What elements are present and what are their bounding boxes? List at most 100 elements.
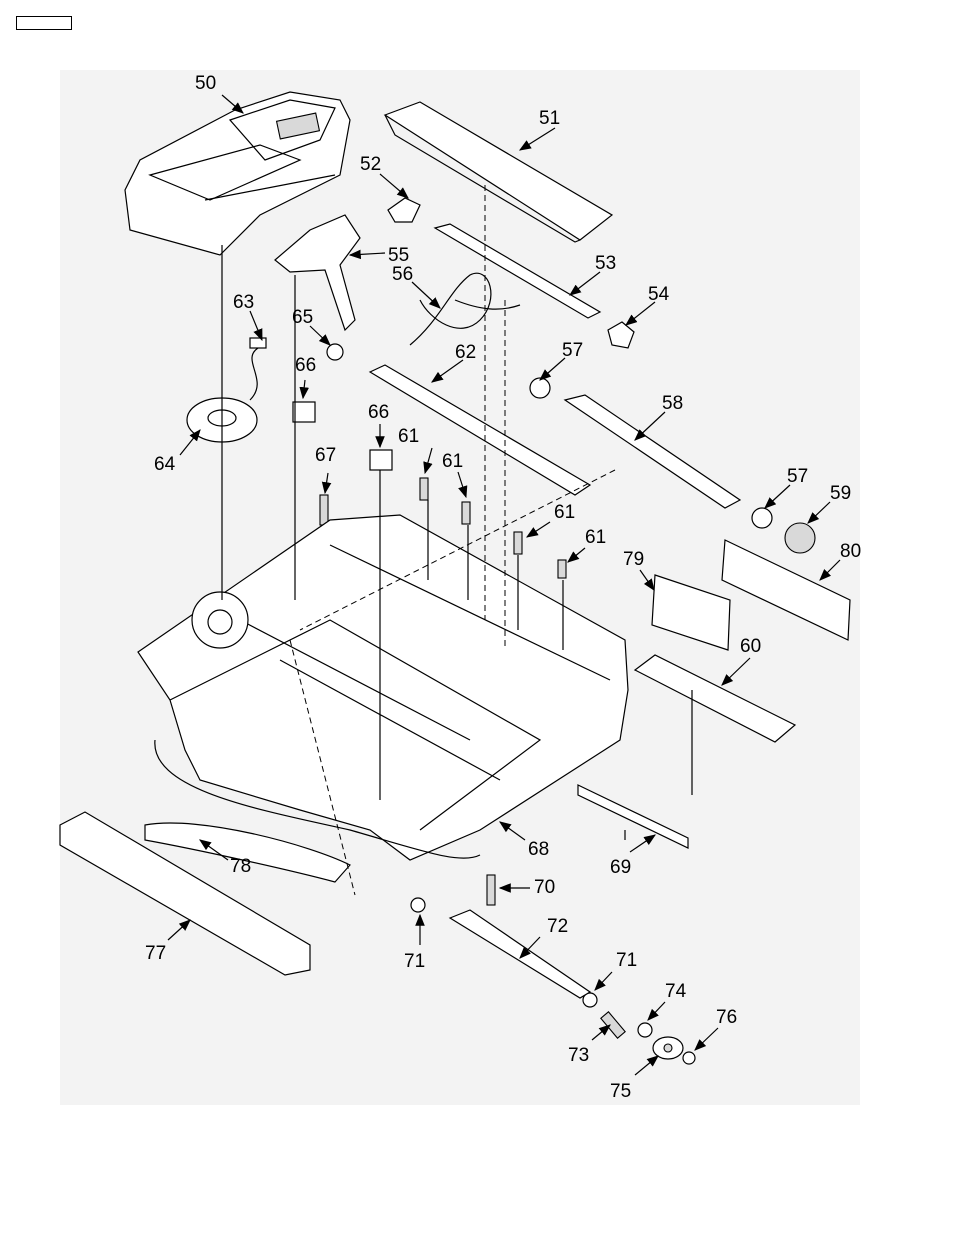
- leader-arrow-icon: [519, 936, 541, 959]
- leader-arrow-icon: [499, 821, 526, 841]
- page-ref-box: [16, 16, 72, 30]
- leader-arrow-icon: [647, 1001, 666, 1021]
- part-spring-70: [486, 874, 496, 906]
- callout-61c: 61: [554, 502, 575, 523]
- leader-arrow-icon: [567, 547, 586, 563]
- leader-arrow-icon: [629, 834, 656, 853]
- callout-61b: 61: [442, 451, 463, 472]
- callout-labels: 50 51 52 53 54 55 56 57 58 57 59 60 61 6…: [145, 73, 861, 1102]
- leader-arrow-icon: [379, 173, 409, 199]
- leader-arrow-icon: [539, 357, 566, 381]
- part-hub: [637, 1022, 653, 1038]
- part-bearing-a: [529, 377, 551, 399]
- part-spring-61d: [557, 559, 567, 579]
- callout-54: 54: [648, 284, 670, 305]
- part-connector: [249, 337, 267, 349]
- part-spring-small: [326, 343, 344, 361]
- leader-arrow-icon: [423, 447, 433, 475]
- callout-61a: 61: [398, 426, 419, 447]
- callout-78: 78: [230, 856, 251, 877]
- leader-arrow-icon: [807, 501, 831, 524]
- part-connector-wire: [249, 347, 259, 401]
- part-bar: [433, 223, 602, 319]
- callout-80: 80: [840, 541, 861, 562]
- part-bearing-b: [751, 507, 773, 529]
- callout-65: 65: [292, 307, 313, 328]
- callout-52: 52: [360, 154, 381, 175]
- leader-arrow-icon: [309, 325, 331, 346]
- part-sheet-79: [651, 574, 731, 651]
- callout-63: 63: [233, 292, 254, 313]
- leader-arrow-icon: [348, 249, 386, 260]
- callout-57a: 57: [562, 340, 583, 361]
- callout-66a: 66: [295, 355, 316, 376]
- leader-arrow-icon: [431, 359, 464, 383]
- part-film: [144, 822, 351, 883]
- leader-arrow-icon: [721, 657, 751, 686]
- callout-62: 62: [455, 342, 476, 363]
- part-gear: [784, 522, 816, 554]
- callout-71a: 71: [404, 951, 425, 972]
- part-roller-upper: [368, 364, 592, 496]
- part-spring-61c: [513, 531, 523, 555]
- callout-70: 70: [534, 877, 555, 898]
- leader-arrow-icon: [694, 1027, 719, 1051]
- part-top-cover: [124, 91, 351, 256]
- callout-68: 68: [528, 839, 549, 860]
- callout-53: 53: [595, 253, 616, 274]
- part-spring-61b: [461, 501, 471, 525]
- callout-73: 73: [568, 1045, 589, 1066]
- callout-69: 69: [610, 857, 631, 878]
- part-spring-61a: [419, 477, 429, 501]
- callout-75: 75: [610, 1081, 631, 1102]
- part-strip: [577, 784, 689, 849]
- callout-79: 79: [623, 549, 644, 570]
- part-spring-67: [319, 494, 329, 526]
- part-harness-branch: [454, 299, 521, 310]
- leader-arrow-icon: [411, 281, 441, 309]
- leader-arrow-icon: [457, 471, 468, 499]
- leader-arrow-icon: [525, 521, 551, 538]
- part-sheet-60: [633, 654, 797, 743]
- leader-arrow-icon: [625, 301, 656, 326]
- leader-arrow-icon: [634, 1055, 659, 1076]
- callout-67: 67: [315, 445, 336, 466]
- leader-arrow-icon: [518, 127, 556, 151]
- callout-50: 50: [195, 73, 216, 94]
- callout-64: 64: [154, 454, 176, 475]
- leader-arrow-icon: [569, 271, 601, 296]
- part-pad-a: [292, 401, 316, 423]
- callout-56: 56: [392, 264, 413, 285]
- alignment-lines: [289, 185, 616, 896]
- leader-arrow-icon: [634, 411, 666, 441]
- part-washer: [682, 1051, 696, 1065]
- callout-55: 55: [388, 245, 409, 266]
- callout-74: 74: [665, 981, 687, 1002]
- callout-76: 76: [716, 1007, 737, 1028]
- leader-arrow-icon: [249, 310, 263, 342]
- part-bushing-a: [410, 897, 426, 913]
- part-bracket-left: [387, 197, 421, 223]
- part-holder: [274, 214, 361, 332]
- callout-61d: 61: [585, 527, 606, 548]
- callout-51: 51: [539, 108, 560, 129]
- leader-arrow-icon: [591, 1024, 611, 1041]
- callout-58: 58: [662, 393, 683, 414]
- part-sheet-80: [721, 539, 851, 641]
- callout-66b: 66: [368, 402, 389, 423]
- callout-72: 72: [547, 916, 568, 937]
- callout-60: 60: [740, 636, 761, 657]
- leader-arrows: [167, 94, 841, 1076]
- leader-arrow-icon: [321, 472, 332, 495]
- leader-arrow-icon: [221, 94, 244, 114]
- leader-arrow-icon: [819, 559, 841, 581]
- leader-arrow-icon: [764, 484, 791, 509]
- assembly-lines: [221, 245, 693, 840]
- leader-arrow-icon: [299, 379, 309, 400]
- callout-71b: 71: [616, 950, 637, 971]
- callout-77: 77: [145, 943, 166, 964]
- callout-57b: 57: [787, 466, 808, 487]
- part-pad-b: [369, 449, 393, 471]
- leader-arrow-icon: [199, 839, 229, 861]
- part-roller-shaft: [563, 394, 742, 509]
